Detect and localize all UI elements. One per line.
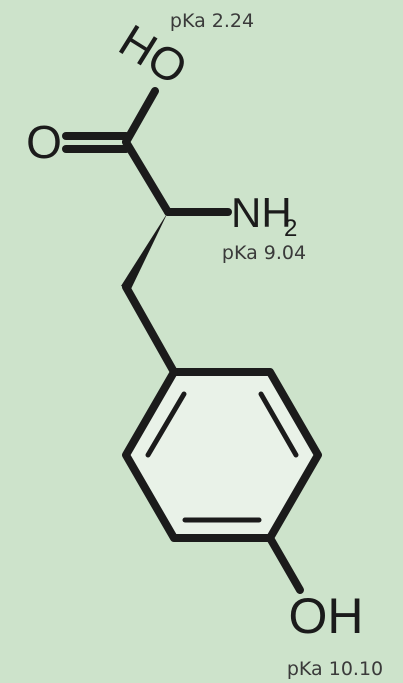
wedge-bond [121, 212, 168, 289]
ring-double-bond-right [258, 391, 299, 458]
benzene-ring-fill [126, 372, 318, 538]
pka-phenol-label: pKa 10.10 [287, 658, 383, 680]
ch2-ring-bond [122, 283, 178, 376]
calpha-ccarbonyl-bond [122, 138, 172, 216]
phenol-oh-label: OH [289, 588, 364, 644]
carbonyl-oxygen-label: O [26, 116, 62, 168]
ring-double-bond-left [145, 391, 187, 458]
pka-amine-label: pKa 9.04 [222, 242, 306, 264]
amine-label: NH [231, 189, 292, 236]
phenol-co-bond [266, 534, 304, 594]
pka-carboxyl-label: pKa 2.24 [170, 10, 254, 32]
carboxyl-oh-bond [122, 87, 159, 146]
amine-subscript: 2 [284, 215, 297, 242]
